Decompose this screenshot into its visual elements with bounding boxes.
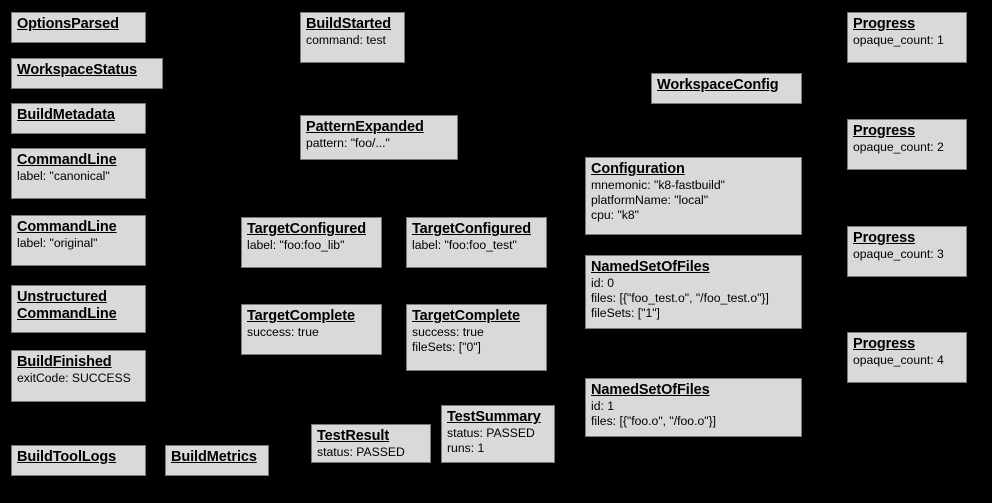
event-node-build-metadata[interactable]: BuildMetadata — [11, 103, 146, 134]
event-node-fields: id: 0 files: [{"foo_test.o", "/foo_test.… — [591, 276, 769, 320]
event-node-fields: label: "canonical" — [17, 169, 110, 183]
event-node-fields: opaque_count: 2 — [853, 140, 944, 154]
event-node-build-tool-logs[interactable]: BuildToolLogs — [11, 445, 146, 476]
event-node-title: BuildFinished — [17, 354, 112, 370]
event-node-title: Progress — [853, 230, 916, 246]
event-node-title: OptionsParsed — [17, 16, 119, 32]
event-node-workspace-status[interactable]: WorkspaceStatus — [11, 58, 163, 89]
event-node-fields: opaque_count: 3 — [853, 247, 944, 261]
event-node-title: TargetConfigured — [412, 221, 531, 237]
event-node-title: TargetComplete — [247, 308, 355, 324]
event-node-title: BuildMetadata — [17, 107, 115, 123]
event-node-fields: label: "foo:foo_lib" — [247, 238, 345, 252]
event-node-workspace-config[interactable]: WorkspaceConfig — [651, 73, 802, 104]
event-node-fields: opaque_count: 1 — [853, 33, 944, 47]
event-node-title: Configuration — [591, 161, 685, 177]
event-node-title: NamedSetOfFiles — [591, 259, 710, 275]
event-node-title: TargetConfigured — [247, 221, 366, 237]
event-node-title: TargetComplete — [412, 308, 520, 324]
event-node-title: CommandLine — [17, 152, 117, 168]
event-node-options-parsed[interactable]: OptionsParsed — [11, 12, 146, 43]
event-node-title: Unstructured CommandLine — [17, 289, 117, 322]
event-node-fields: status: PASSED runs: 1 — [447, 426, 535, 455]
event-node-build-metrics[interactable]: BuildMetrics — [165, 445, 269, 476]
event-node-title: Progress — [853, 16, 916, 32]
event-node-fields: success: true fileSets: ["0"] — [412, 325, 484, 354]
event-node-fields: label: "foo:foo_test" — [412, 238, 517, 252]
event-node-unstructured-command-line[interactable]: Unstructured CommandLine — [11, 285, 146, 333]
event-node-fields: status: PASSED — [317, 445, 405, 459]
event-node-fields: command: test — [306, 33, 386, 47]
event-node-title: BuildStarted — [306, 16, 392, 32]
event-node-title: TestResult — [317, 428, 390, 444]
event-node-title: PatternExpanded — [306, 119, 424, 135]
event-node-title: WorkspaceConfig — [657, 77, 779, 93]
event-node-title: Progress — [853, 123, 916, 139]
event-node-fields: label: "original" — [17, 236, 98, 250]
event-node-fields: success: true — [247, 325, 319, 339]
event-node-title: NamedSetOfFiles — [591, 382, 710, 398]
event-node-title: CommandLine — [17, 219, 117, 235]
event-node-title: Progress — [853, 336, 916, 352]
event-node-fields: exitCode: SUCCESS — [17, 371, 131, 385]
event-node-title: TestSummary — [447, 409, 541, 425]
event-node-fields: mnemonic: "k8-fastbuild" platformName: "… — [591, 178, 725, 222]
event-node-fields: id: 1 files: [{"foo.o", "/foo.o"}] — [591, 399, 717, 428]
event-node-title: BuildMetrics — [171, 449, 257, 465]
event-node-title: BuildToolLogs — [17, 449, 117, 465]
event-node-fields: opaque_count: 4 — [853, 353, 944, 367]
event-node-title: WorkspaceStatus — [17, 62, 137, 78]
event-node-fields: pattern: "foo/..." — [306, 136, 390, 150]
